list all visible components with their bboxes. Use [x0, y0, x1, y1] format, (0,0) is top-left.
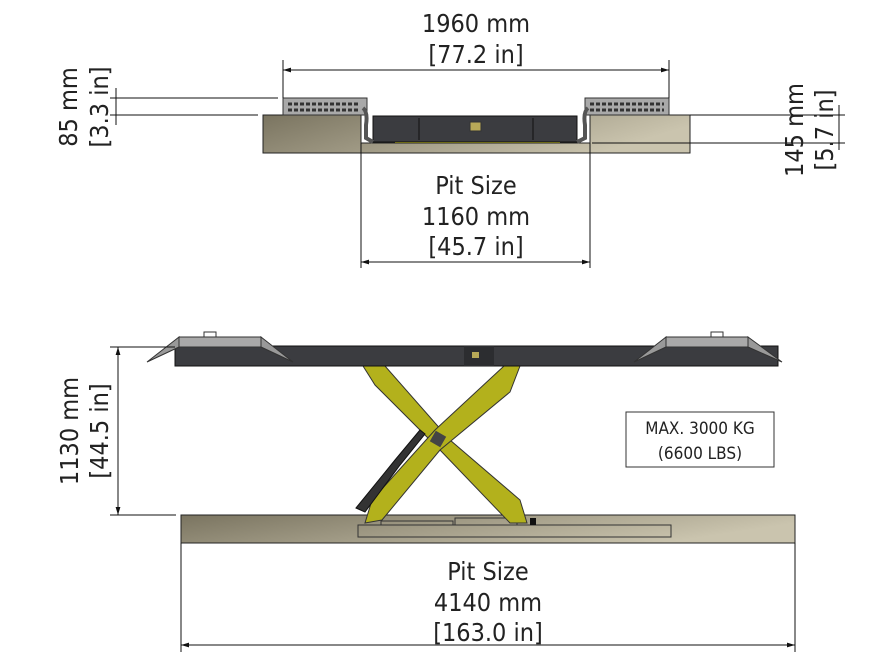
pit-depth-mm: 145 mm [780, 83, 809, 177]
side-view: MAX. 3000 KG (6600 LBS) 1130 mm [44.5 in… [55, 331, 796, 652]
lift-height-mm: 1130 mm [55, 377, 84, 485]
pit-length-in: [163.0 in] [433, 618, 543, 647]
pit-width-in: [45.7 in] [428, 232, 523, 261]
ground-slab-side [180, 514, 796, 544]
pit-depth-in: [5.7 in] [810, 90, 839, 171]
lift-height-in: [44.5 in] [85, 383, 114, 478]
hydraulic-cylinder [355, 429, 426, 513]
pit-width-label: Pit Size [435, 171, 516, 200]
pit-length-label: Pit Size [447, 557, 528, 586]
scissor-arm-b [364, 365, 521, 524]
right-ramp-side [665, 336, 749, 348]
capacity-lbs: (6600 LBS) [658, 444, 742, 464]
top-view: 1960 mm [77.2 in] 85 mm [3.3 in] 145 mm … [54, 9, 845, 268]
capacity-kg: MAX. 3000 KG [645, 419, 755, 439]
pit-length-mm: 4140 mm [434, 588, 542, 617]
platform-marker [469, 121, 482, 132]
capacity-box [625, 411, 775, 468]
left-ramp-side [178, 336, 262, 348]
overall-width-in: [77.2 in] [428, 40, 523, 69]
overall-width-mm: 1960 mm [422, 9, 530, 38]
left-ramp-top [282, 97, 368, 116]
ramp-height-in: [3.3 in] [85, 67, 114, 148]
ramp-height-mm: 85 mm [54, 67, 83, 147]
pit-width-mm: 1160 mm [422, 202, 530, 231]
right-ramp-top [584, 97, 670, 116]
